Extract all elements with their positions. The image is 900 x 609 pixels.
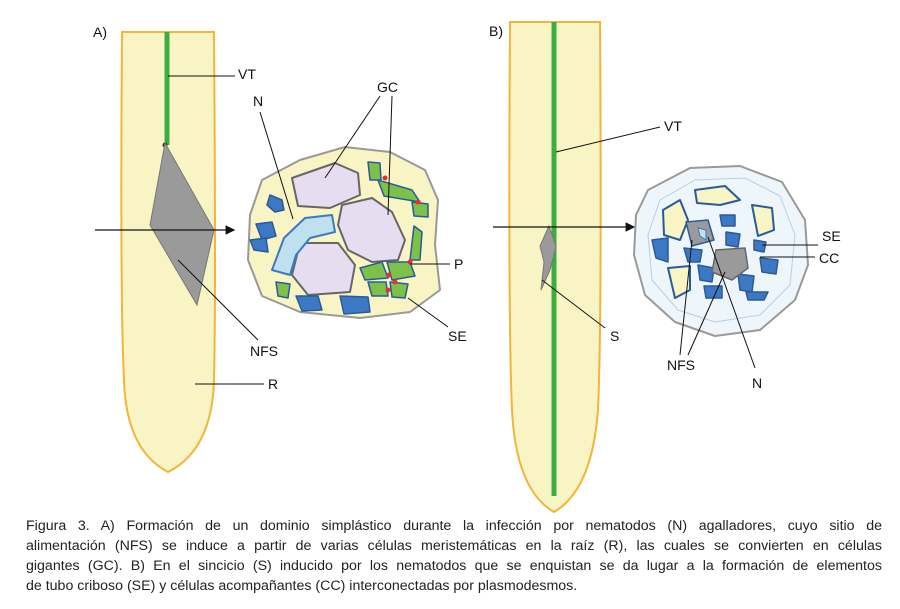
- label-vt-a: VT: [238, 66, 256, 82]
- label-se-b: SE: [822, 228, 841, 244]
- label-n-a: N: [253, 93, 264, 109]
- caption-line: de tubo criboso (SE) y células acompañan…: [26, 578, 578, 594]
- label-vt-b: VT: [664, 118, 682, 134]
- label-p-a: P: [454, 256, 464, 272]
- leader-lines-a: [168, 75, 450, 385]
- label-s-b: S: [610, 328, 620, 344]
- cell-section-b: [633, 165, 809, 337]
- panel-a-title: A): [93, 24, 107, 40]
- cell-section-a: [247, 146, 441, 319]
- syncytium-b: [539, 224, 557, 291]
- leader-lines-b: [541, 126, 818, 369]
- label-r-a: R: [268, 376, 279, 392]
- figure-caption: Figura 3. A) Formación de un dominio sim…: [26, 516, 882, 596]
- label-n-b: N: [752, 375, 763, 391]
- label-cc-b: CC: [819, 250, 840, 266]
- nematode-feeding-site-a: [149, 141, 215, 307]
- label-se-a: SE: [448, 328, 467, 344]
- label-nfs-b: NFS: [667, 357, 695, 373]
- label-nfs-a: NFS: [250, 343, 278, 359]
- caption-line: alimentación (NFS) se induce a partir de…: [26, 538, 882, 554]
- caption-line: Figura 3. A) Formación de un dominio sim…: [26, 518, 882, 534]
- caption-line: gigantes (GC). B) En el sincicio (S) ind…: [26, 558, 882, 574]
- label-gc-a: GC: [377, 79, 398, 95]
- panel-b-title: B): [489, 23, 503, 39]
